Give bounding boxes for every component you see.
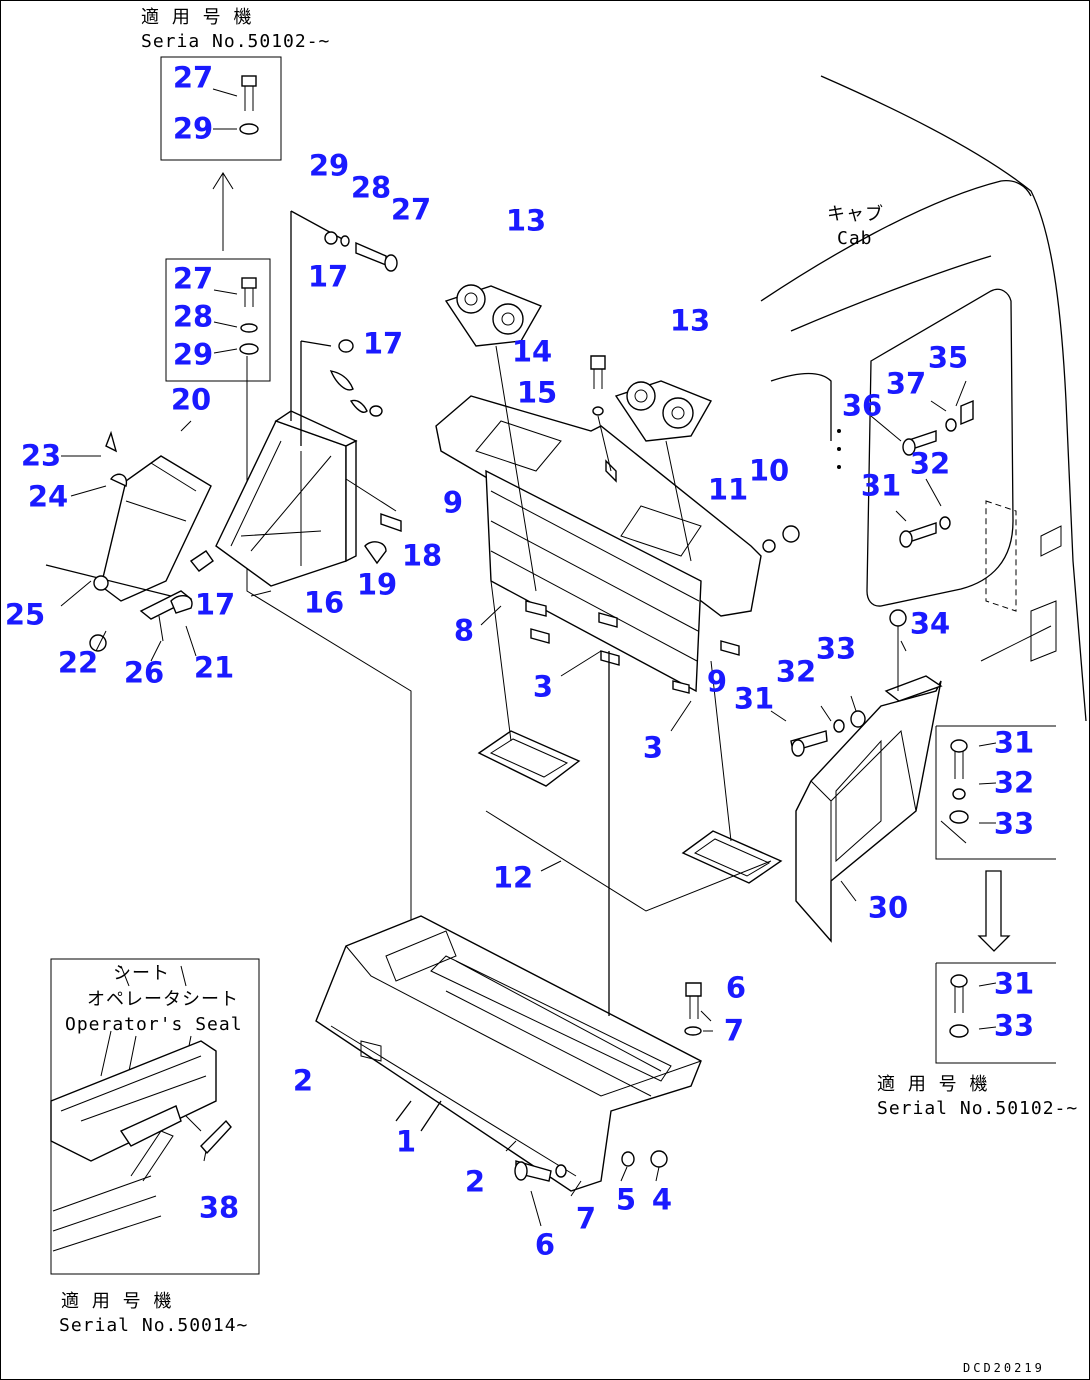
callout-8: 8: [453, 613, 475, 648]
callout-32: 32: [909, 446, 951, 481]
callout-18: 18: [401, 538, 443, 573]
callout-25: 25: [4, 597, 46, 632]
bottom-serial-en-label: Serial No.50014~: [59, 1315, 249, 1336]
callout-36: 36: [841, 388, 883, 423]
console-fasteners: [505, 982, 713, 1227]
callout-9: 9: [442, 485, 464, 520]
callout-27: 27: [172, 60, 214, 95]
callout-13: 13: [505, 203, 547, 238]
callout-2: 2: [464, 1164, 486, 1199]
top-serial-en-label: Seria No.50102-~: [141, 31, 331, 52]
callout-31: 31: [993, 725, 1035, 760]
side-cover-assembly: [770, 380, 1056, 1064]
callout-32: 32: [993, 765, 1035, 800]
right-serial-jp-label: 適 用 号 機: [877, 1074, 989, 1095]
callout-13: 13: [669, 303, 711, 338]
callout-29: 29: [308, 148, 350, 183]
callout-12: 12: [492, 860, 534, 895]
upper-panel: [435, 395, 762, 694]
bracket-assembly: [215, 210, 402, 597]
seat-en-label: Operator's Seal: [65, 1014, 243, 1035]
callout-15: 15: [516, 375, 558, 410]
callout-4: 4: [651, 1182, 673, 1217]
callout-32: 32: [775, 654, 817, 689]
seat-mark-label: シート: [113, 963, 170, 984]
callout-16: 16: [303, 585, 345, 620]
callout-27: 27: [390, 192, 432, 227]
callout-22: 22: [57, 645, 99, 680]
callout-31: 31: [860, 468, 902, 503]
callout-21: 21: [193, 650, 235, 685]
callout-17: 17: [362, 326, 404, 361]
cab-en-label: Cab: [837, 228, 873, 249]
callout-6: 6: [534, 1227, 556, 1262]
console-base: [315, 651, 702, 1192]
callout-2: 2: [292, 1063, 314, 1098]
callout-26: 26: [123, 655, 165, 690]
callout-3: 3: [532, 669, 554, 704]
callout-20: 20: [170, 382, 212, 417]
callout-29: 29: [172, 337, 214, 372]
callout-33: 33: [993, 806, 1035, 841]
callout-28: 28: [172, 299, 214, 334]
callout-38: 38: [198, 1190, 240, 1225]
callout-1: 1: [395, 1124, 417, 1159]
callout-28: 28: [350, 170, 392, 205]
callout-19: 19: [356, 567, 398, 602]
side-panel-assembly: [45, 420, 214, 662]
right-serial-en-label: Serial No.50102-~: [877, 1098, 1079, 1119]
callout-31: 31: [993, 966, 1035, 1001]
bottom-serial-jp-label: 適 用 号 機: [61, 1291, 173, 1312]
speaker-assembly: [444, 284, 800, 592]
inset-top-bolts: [160, 56, 412, 921]
seat-inset: [50, 958, 260, 1275]
callout-9: 9: [706, 664, 728, 699]
callout-24: 24: [27, 479, 69, 514]
callout-33: 33: [815, 631, 857, 666]
callout-31: 31: [733, 681, 775, 716]
callout-29: 29: [172, 111, 214, 146]
callout-35: 35: [927, 340, 969, 375]
seat-jp-label: オペレータシート: [87, 989, 239, 1010]
gasket-pair: [477, 580, 783, 912]
callout-37: 37: [885, 366, 927, 401]
callout-30: 30: [867, 890, 909, 925]
top-serial-jp-label: 適 用 号 機: [141, 7, 253, 28]
callout-3: 3: [642, 730, 664, 765]
cab-outline: [760, 75, 1087, 722]
callout-17: 17: [307, 259, 349, 294]
callout-7: 7: [575, 1201, 597, 1236]
callout-34: 34: [909, 606, 951, 641]
cab-jp-label: キャブ: [827, 204, 884, 225]
callout-33: 33: [993, 1008, 1035, 1043]
callout-17: 17: [194, 587, 236, 622]
callout-7: 7: [723, 1013, 745, 1048]
callout-27: 27: [172, 261, 214, 296]
callout-23: 23: [20, 438, 62, 473]
callout-6: 6: [725, 970, 747, 1005]
callout-10: 10: [748, 453, 790, 488]
callout-11: 11: [707, 472, 749, 507]
callout-14: 14: [511, 334, 553, 369]
callout-5: 5: [615, 1182, 637, 1217]
drawing-code-label: DCD20219: [963, 1361, 1045, 1375]
